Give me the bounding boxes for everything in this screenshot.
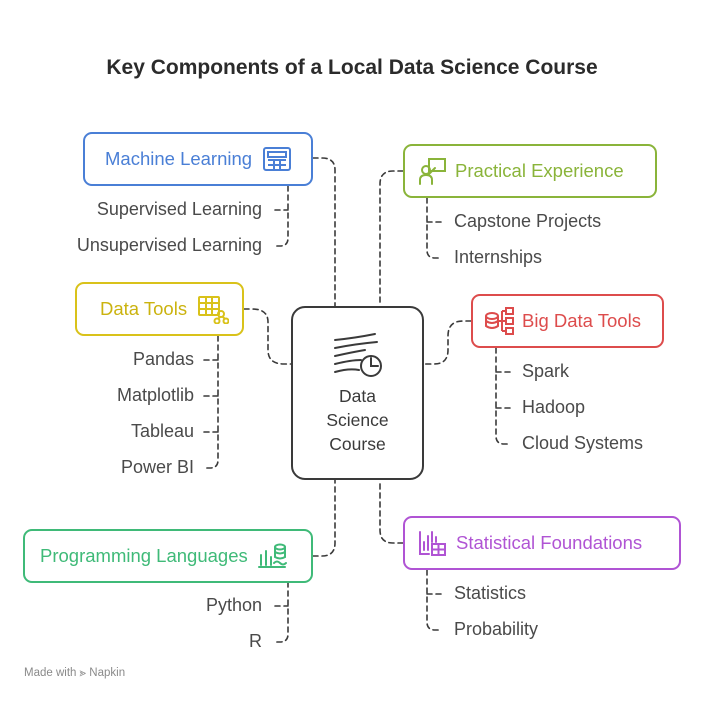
presenter-icon	[419, 158, 446, 185]
statistical-foundations-node[interactable]: Statistical Foundations	[403, 516, 681, 570]
table-network-icon	[198, 296, 230, 324]
data-tools-node[interactable]: Data Tools	[75, 282, 244, 336]
database-hierarchy-icon	[485, 307, 514, 335]
leaf-hadoop: Hadoop	[522, 397, 586, 417]
machine-learning-node[interactable]: Machine Learning	[83, 132, 313, 186]
diagram-title: Key Components of a Local Data Science C…	[106, 56, 598, 79]
made-with-napkin-footer: Made with ⪢ Napkin	[24, 667, 126, 679]
data-chart-icon	[257, 543, 287, 568]
big-data-tools-node[interactable]: Big Data Tools	[471, 294, 664, 348]
grid-table-icon	[263, 147, 292, 171]
leaf-r: R	[249, 631, 262, 651]
big-data-tools-label: Big Data Tools	[522, 310, 641, 331]
programming-languages-node[interactable]: Programming Languages	[23, 529, 313, 583]
statistical-foundations-label: Statistical Foundations	[456, 532, 643, 553]
programming-languages-label: Programming Languages	[40, 545, 248, 566]
practical-experience-node[interactable]: Practical Experience	[403, 144, 657, 198]
leaf-supervised-learning: Supervised Learning	[96, 199, 262, 219]
data-tools-label: Data Tools	[100, 298, 188, 319]
leaf-pandas: Pandas	[132, 349, 194, 369]
leaf-internships: Internships	[454, 247, 543, 267]
practical-experience-label: Practical Experience	[455, 160, 624, 181]
center-label: Data Science Course	[326, 386, 389, 454]
leaf-statistics: Statistics	[454, 583, 527, 603]
machine-learning-label: Machine Learning	[105, 148, 253, 169]
leaf-tableau: Tableau	[130, 421, 194, 441]
center-node[interactable]: Data Science Course	[291, 306, 424, 480]
bar-chart-table-icon	[419, 531, 446, 556]
leaf-cloud-systems: Cloud Systems	[522, 433, 644, 453]
leaf-python: Python	[205, 595, 262, 615]
leaf-matplotlib: Matplotlib	[116, 385, 194, 405]
leaf-spark: Spark	[522, 361, 570, 381]
leaf-probability: Probability	[454, 619, 539, 639]
leaf-capstone-projects: Capstone Projects	[454, 211, 602, 231]
leaf-power-bi: Power BI	[120, 457, 194, 477]
leaf-unsupervised-learning: Unsupervised Learning	[76, 235, 262, 255]
data-flow-icon	[334, 333, 382, 377]
